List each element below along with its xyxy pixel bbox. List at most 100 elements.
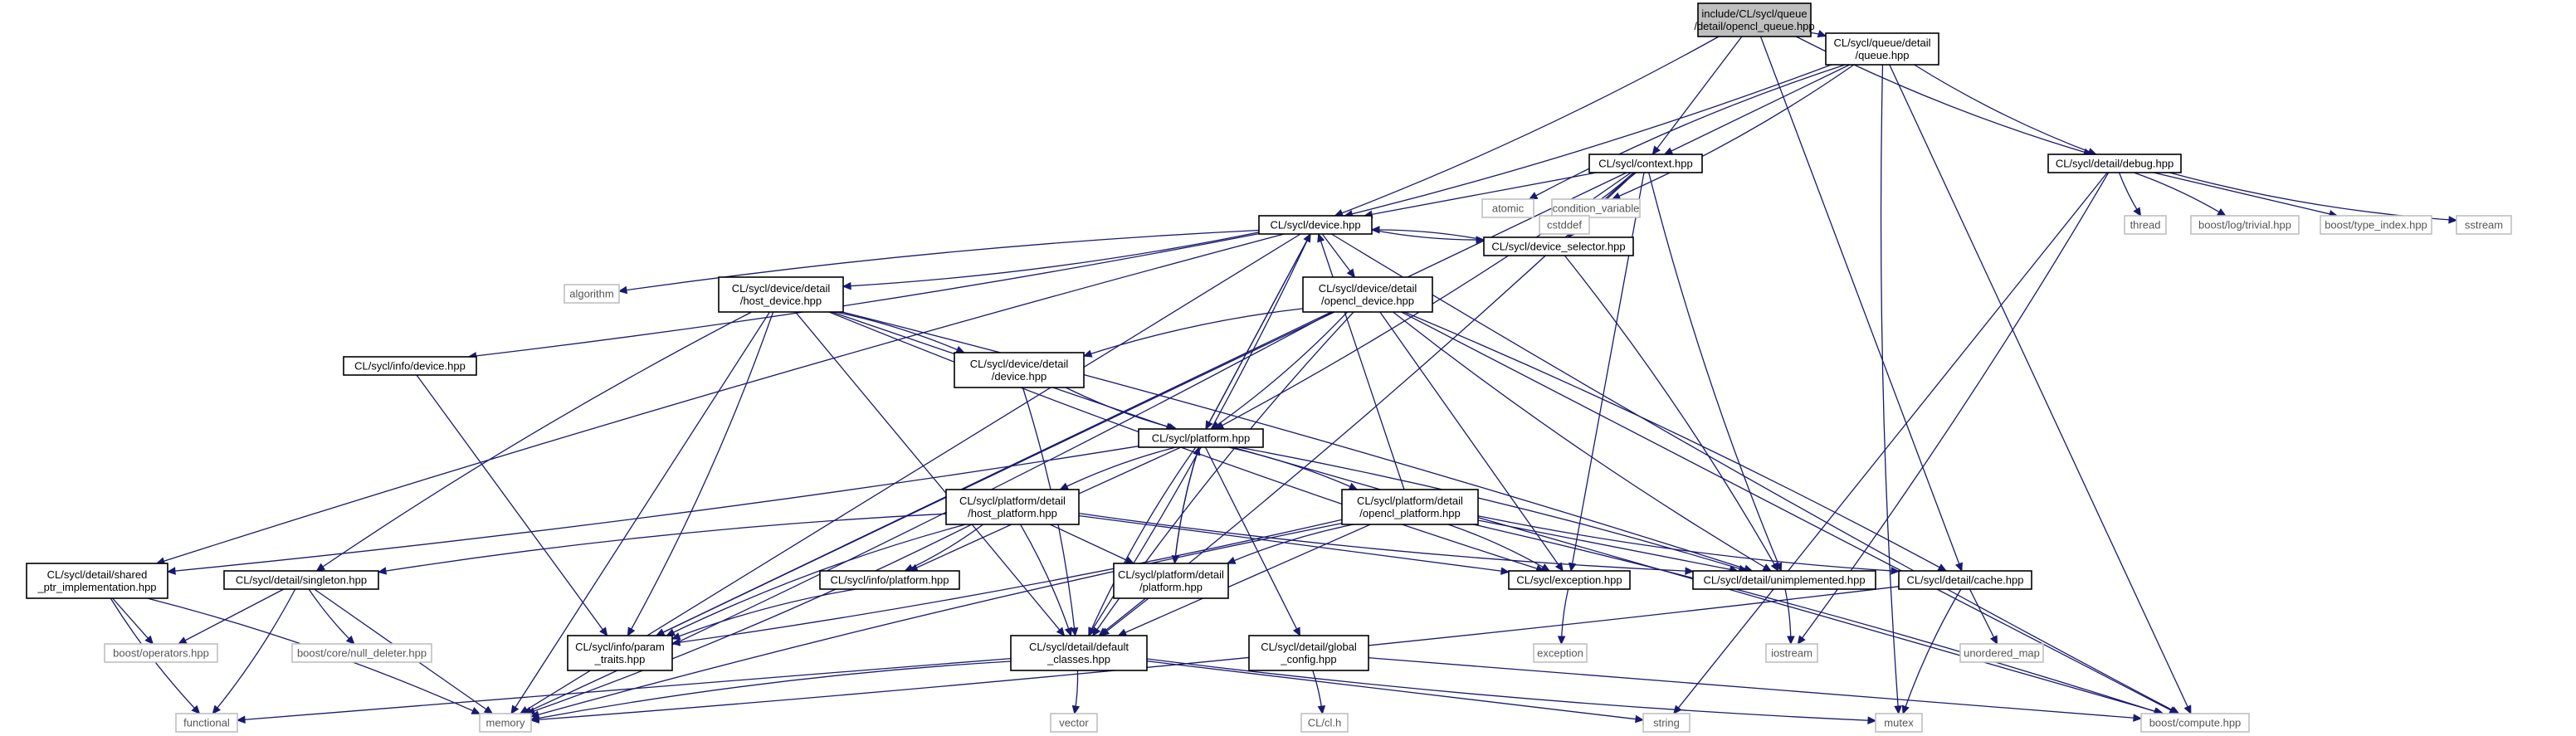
node-box [1697, 2, 1812, 37]
node-debug[interactable]: CL/sycl/detail/debug.hpp [2047, 154, 2182, 173]
edge-queue_detail-to-mutex [1880, 64, 1902, 715]
edge-line [1889, 64, 2192, 714]
edge-line [671, 519, 1343, 645]
edge-line [1368, 657, 2142, 719]
node-param_traits[interactable]: CL/sycl/info/param_traits.hpp [567, 635, 673, 671]
edge-arrowhead [1891, 567, 1900, 575]
node-label: atomic [1492, 202, 1525, 215]
edge-platform-to-device [1205, 232, 1311, 430]
edges-layer [110, 30, 2458, 724]
node-box [2047, 154, 2182, 173]
edge-line [1228, 446, 1358, 490]
edge-debug-to-thread [2118, 172, 2142, 217]
node-box [343, 356, 477, 376]
edge-line [1334, 36, 1720, 217]
node-label: CL/sycl/context.hpp [1598, 158, 1692, 170]
node-device[interactable]: CL/sycl/device.hpp [1258, 215, 1373, 235]
edge-arrowhead [1770, 562, 1779, 573]
edge-arrowhead [1528, 192, 1539, 200]
node-box [1508, 570, 1631, 590]
node-context[interactable]: CL/sycl/context.hpp [1588, 154, 1703, 173]
edge-line [1146, 658, 1876, 722]
node-label: boost/type_index.hpp [2325, 219, 2427, 232]
node-label: CL/sycl/detail/unimplemented.hpp [1703, 574, 1865, 587]
edge-line [316, 311, 752, 572]
edge-arrowhead [483, 705, 494, 714]
edge-line [1060, 446, 1177, 490]
edge-line [530, 586, 1900, 721]
edge-line [1477, 515, 1900, 573]
node-box [1341, 489, 1479, 525]
edge-arrowhead [1059, 482, 1070, 490]
node-box [2140, 713, 2250, 733]
edge-line [1673, 172, 2108, 714]
node-default_classes[interactable]: CL/sycl/detail/default_classes.hpp [1010, 635, 1148, 671]
node-box [1138, 428, 1264, 448]
edge-arrowhead [1100, 627, 1110, 636]
edge-arrowhead [1071, 704, 1081, 715]
edge-arrowhead [1092, 626, 1101, 637]
edge-line [1477, 519, 1738, 572]
edge-arrowhead [1088, 626, 1096, 637]
edge-platform-to-default_classes [1088, 446, 1197, 637]
edge-arrowhead [904, 563, 915, 572]
edge-default_classes-to-memory [529, 660, 1012, 723]
edge-arrowhead [1117, 628, 1128, 636]
edge-line [112, 597, 154, 645]
node-queue_detail[interactable]: CL/sycl/queue/detail/queue.hpp [1825, 32, 1939, 66]
node-atomic: atomic [1481, 198, 1534, 218]
node-opencl_platform[interactable]: CL/sycl/platform/detail/opencl_platform.… [1341, 489, 1479, 525]
edge-cache-to-memory [529, 586, 1900, 724]
node-platform[interactable]: CL/sycl/platform.hpp [1138, 428, 1264, 448]
edge-line [1664, 64, 1851, 155]
edge-line [1902, 588, 1962, 714]
node-singleton[interactable]: CL/sycl/detail/singleton.hpp [223, 570, 379, 590]
edge-arrowhead [1064, 626, 1072, 637]
node-host_device[interactable]: CL/sycl/device/detail/host_device.hpp [718, 276, 844, 313]
node-box [1588, 154, 1703, 173]
edge-arrowhead [166, 567, 176, 575]
node-info_platform[interactable]: CL/sycl/info/platform.hpp [819, 570, 960, 590]
node-box [945, 489, 1080, 525]
node-label: CL/sycl/platform.hpp [1152, 432, 1251, 445]
edge-arrowhead [1317, 705, 1326, 715]
edge-line [1880, 64, 1900, 714]
node-label: CL/sycl/device.hpp [1270, 219, 1360, 232]
edge-line [237, 657, 1012, 721]
edge-arrowhead [1056, 626, 1066, 636]
edge-line [1173, 446, 1200, 564]
edge-line [1393, 311, 1772, 572]
node-shared_ptr_impl[interactable]: CL/sycl/detail/shared_ptr_implementation… [26, 563, 168, 599]
edge-default_classes-to-string [1146, 660, 1645, 724]
node-platform_detail[interactable]: CL/sycl/platform/detail/platform.hpp [1113, 563, 1229, 599]
node-label: unordered_map [1964, 647, 2040, 660]
node-box [1010, 635, 1148, 671]
node-unimplemented[interactable]: CL/sycl/detail/unimplemented.hpp [1692, 570, 1876, 590]
edge-line [416, 374, 608, 636]
edge-singleton-to-boost_null_deleter [308, 588, 355, 645]
node-info_device[interactable]: CL/sycl/info/device.hpp [343, 356, 477, 376]
node-label: string [1653, 717, 1680, 729]
edge-platform-to-shared_ptr_impl [166, 446, 1139, 575]
node-box [1302, 276, 1433, 313]
node-device_detail[interactable]: CL/sycl/device/detail/device.hpp [954, 352, 1085, 388]
node-boost_null_deleter: boost/core/null_deleter.hpp [291, 643, 432, 663]
node-host_platform[interactable]: CL/sycl/platform/detail/host_platform.hp… [945, 489, 1080, 525]
node-device_selector[interactable]: CL/sycl/device_selector.hpp [1483, 236, 1634, 256]
edge-device-to-boost_compute [1331, 233, 2180, 714]
node-box [1642, 713, 1690, 733]
edge-arrowhead [627, 626, 636, 637]
node-label: CL/sycl/info/platform.hpp [830, 574, 949, 587]
node-label: CL/sycl/detail/singleton.hpp [236, 574, 367, 587]
edge-arrowhead [1685, 567, 1695, 575]
edge-line [1529, 64, 1846, 200]
node-root[interactable]: include/CL/sycl/queue/detail/opencl_queu… [1694, 2, 1815, 37]
node-box [2124, 215, 2167, 235]
node-exception[interactable]: CL/sycl/exception.hpp [1508, 570, 1631, 590]
node-global_config[interactable]: CL/sycl/detail/global_config.hpp [1248, 635, 1369, 671]
node-opencl_device[interactable]: CL/sycl/device/detail/opencl_device.hpp [1302, 276, 1433, 313]
node-cache[interactable]: CL/sycl/detail/cache.hpp [1898, 570, 2032, 590]
edge-arrowhead [1894, 705, 1902, 715]
edge-line [178, 588, 285, 645]
node-label: sstream [2465, 219, 2503, 232]
